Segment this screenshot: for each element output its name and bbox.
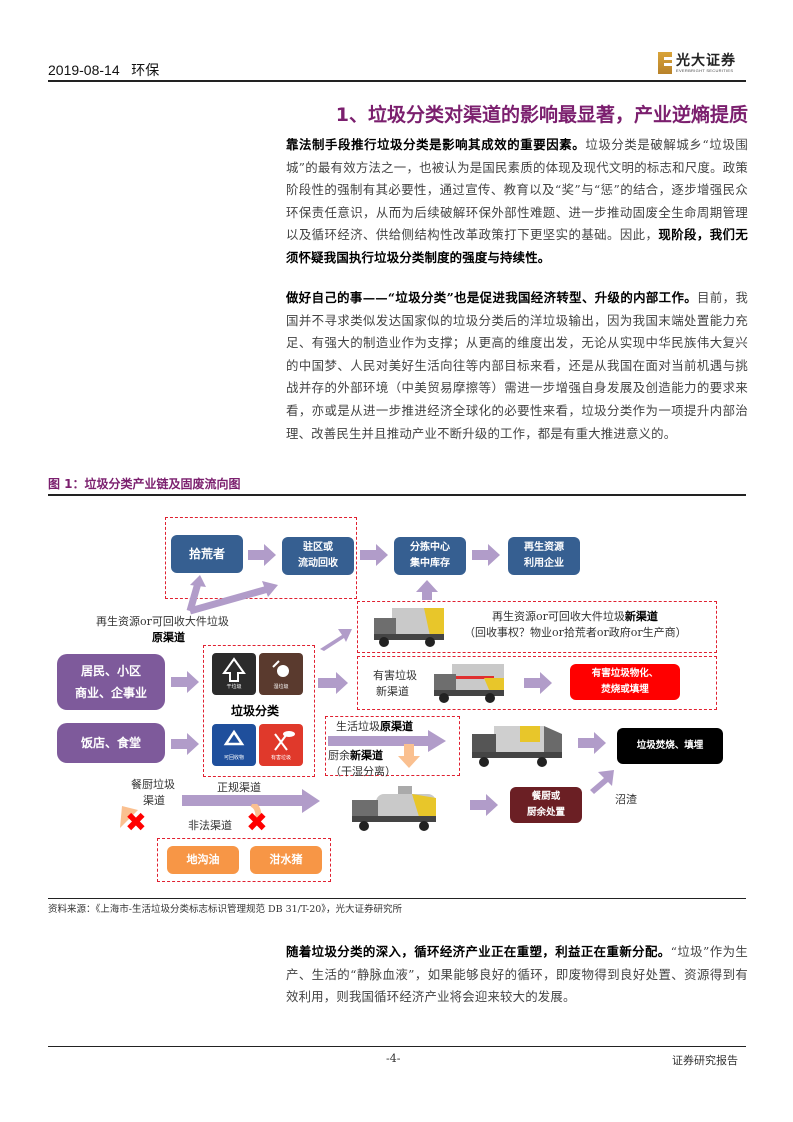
arrow-right-icon: [578, 732, 606, 754]
informal-recycle-region: [165, 517, 357, 599]
arrow-right-icon: [171, 733, 199, 755]
hazard-truck-icon: [434, 664, 504, 703]
blocked-x-icon: ✖: [125, 808, 147, 838]
illegal-channel-label: 非法渠道: [188, 819, 232, 832]
catering-label-1: 餐厨垃圾: [131, 778, 175, 791]
paragraph-lead: 做好自己的事——“垃圾分类”也是促进我国经济转型、升级的内部工作。: [286, 290, 698, 305]
arrow-down-orange-icon: [250, 804, 262, 820]
residents-box: 居民、小区 商业、企事业: [57, 654, 165, 710]
scavenger-box: 拾荒者: [171, 535, 243, 573]
recycle-authority-label: （回收事权？物业or拾荒者or政府or生产商）: [464, 626, 687, 639]
svg-text:有害垃圾: 有害垃圾: [271, 754, 291, 761]
figure-bottom-divider: [48, 898, 746, 899]
wet-waste-bin-icon: 湿垃圾: [259, 653, 303, 695]
arrow-right-icon: [318, 672, 348, 694]
svg-text:可回收物: 可回收物: [224, 754, 244, 761]
recycle-new-channel-label: 再生资源or可回收大件垃圾新渠道: [492, 610, 658, 623]
swill-pig-box: 泔水猪: [250, 846, 322, 874]
hazard-channel-label-2: 新渠道: [376, 685, 409, 698]
hazard-channel-label-1: 有害垃圾: [373, 669, 417, 682]
dry-waste-bin-icon: 干垃圾: [212, 653, 256, 695]
paragraph-lead: 随着垃圾分类的深入，循环经济产业正在重塑，利益正在重新分配。: [286, 944, 671, 959]
kitchen-truck-icon: [352, 786, 436, 831]
arrow-right-icon: [470, 794, 498, 816]
page-number: -4-: [386, 1052, 401, 1065]
arrow-up-right-icon: [320, 629, 352, 651]
logo-en: EVERBRIGHT SECURITIES: [676, 68, 734, 73]
logo-cn: 光大证券: [676, 53, 736, 69]
old-channel-label: 原渠道: [152, 631, 185, 644]
arrow-right-icon: [524, 672, 552, 694]
recycle-old-channel-label: 再生资源or可回收大件垃圾: [96, 615, 229, 628]
catering-label-2: 渠道: [143, 794, 165, 807]
arrow-up-icon: [416, 580, 438, 600]
hazard-treatment-box: 有害垃圾物化、 焚烧或填埋: [570, 664, 680, 700]
arrow-up-orange-icon: [120, 806, 138, 828]
compactor-truck-icon: [472, 726, 562, 767]
arrow-right-long-icon: [328, 730, 446, 752]
kitchen-treatment-box: 餐厨或 厨余处置: [510, 787, 582, 823]
arrow-right-icon: [472, 544, 500, 566]
date-text: 2019-08-14: [48, 62, 120, 78]
company-logo: 光大证券 EVERBRIGHT SECURITIES: [658, 50, 748, 78]
paragraph-1: 靠法制手段推行垃圾分类是影响其成效的重要因素。垃圾分类是破解城乡“垃圾围城”的最…: [286, 134, 748, 270]
arrow-right-icon: [248, 544, 276, 566]
biogas-residue-label: 沼渣: [615, 793, 637, 806]
report-date: 2019-08-14 环保: [48, 60, 159, 80]
community-recycle-box: 驻区或 流动回收: [282, 537, 354, 575]
paragraph-3: 随着垃圾分类的深入，循环经济产业正在重塑，利益正在重新分配。“垃圾”作为生产、生…: [286, 941, 748, 1009]
sorting-center-box: 分拣中心 集中库存: [394, 537, 466, 575]
svg-text:干垃圾: 干垃圾: [226, 683, 241, 690]
figure-top-divider: [48, 494, 746, 496]
recycling-truck-icon: [374, 608, 444, 647]
arrow-right-long-icon: [182, 789, 320, 813]
kitchen-new-channel-label: 厨余新渠道: [328, 749, 383, 762]
blocked-x-icon: ✖: [246, 808, 268, 838]
recycling-enterprise-box: 再生资源 利用企业: [508, 537, 580, 575]
footer-report-type: 证券研究报告: [672, 1054, 738, 1067]
paragraph-body: 目前，我国并不寻求类似发达国家似的垃圾分类后的洋垃圾输出，因为我国末端处置能力充…: [286, 290, 748, 441]
arrow-down-orange-icon: [398, 744, 420, 768]
section-title: 1、垃圾分类对渠道的影响最显著，产业逆熵提质: [335, 104, 748, 126]
recyclable-bin-icon: 可回收物: [212, 724, 256, 766]
classification-label: 垃圾分类: [231, 704, 280, 718]
hazard-new-channel-region: [357, 656, 717, 710]
paragraph-body: “垃圾”作为生产、生活的“静脉血液”，如果能够良好的循环，即废物得到良好处置、资…: [286, 944, 748, 1005]
logo-mark-icon: [658, 52, 672, 74]
paragraph-lead: 靠法制手段推行垃圾分类是影响其成效的重要因素。: [286, 137, 586, 152]
arrow-right-icon: [360, 544, 388, 566]
arrow-up-right-icon: [590, 770, 614, 794]
header-divider: [48, 80, 746, 82]
domestic-channel-region: [325, 716, 460, 776]
category-text: 环保: [131, 62, 160, 78]
classification-region: [203, 645, 315, 777]
figure-title: 图 1：垃圾分类产业链及固废流向图: [48, 477, 241, 491]
incineration-box: 垃圾焚烧、填埋: [617, 728, 723, 764]
restaurants-box: 饭店、食堂: [57, 723, 165, 763]
paragraph-tail: 现阶段，我们无须怀疑我国执行垃圾分类制度的强度与持续性。: [286, 227, 748, 265]
formal-channel-label: 正规渠道: [217, 781, 261, 794]
illegal-region: [157, 838, 331, 882]
paragraph-body: 垃圾分类是破解城乡“垃圾围城”的最有效方法之一，也被认为是国民素质的体现及现代文…: [286, 137, 749, 243]
footer-divider: [48, 1046, 746, 1047]
arrow-right-icon: [171, 671, 199, 693]
gutter-oil-box: 地沟油: [167, 846, 239, 874]
dry-wet-separation-label: （干湿分离）: [330, 765, 396, 778]
paragraph-2: 做好自己的事——“垃圾分类”也是促进我国经济转型、升级的内部工作。目前，我国并不…: [286, 287, 748, 445]
domestic-old-channel-label: 生活垃圾原渠道: [336, 720, 413, 733]
recycle-new-channel-region: [357, 601, 717, 653]
branch-arrow-icon: [186, 575, 278, 615]
svg-text:湿垃圾: 湿垃圾: [273, 683, 288, 690]
hazardous-bin-icon: 有害垃圾: [259, 724, 303, 766]
figure-source: 资料来源：《上海市-生活垃圾分类标志标识管理规范 DB 31/T-20》，光大证…: [48, 904, 403, 915]
